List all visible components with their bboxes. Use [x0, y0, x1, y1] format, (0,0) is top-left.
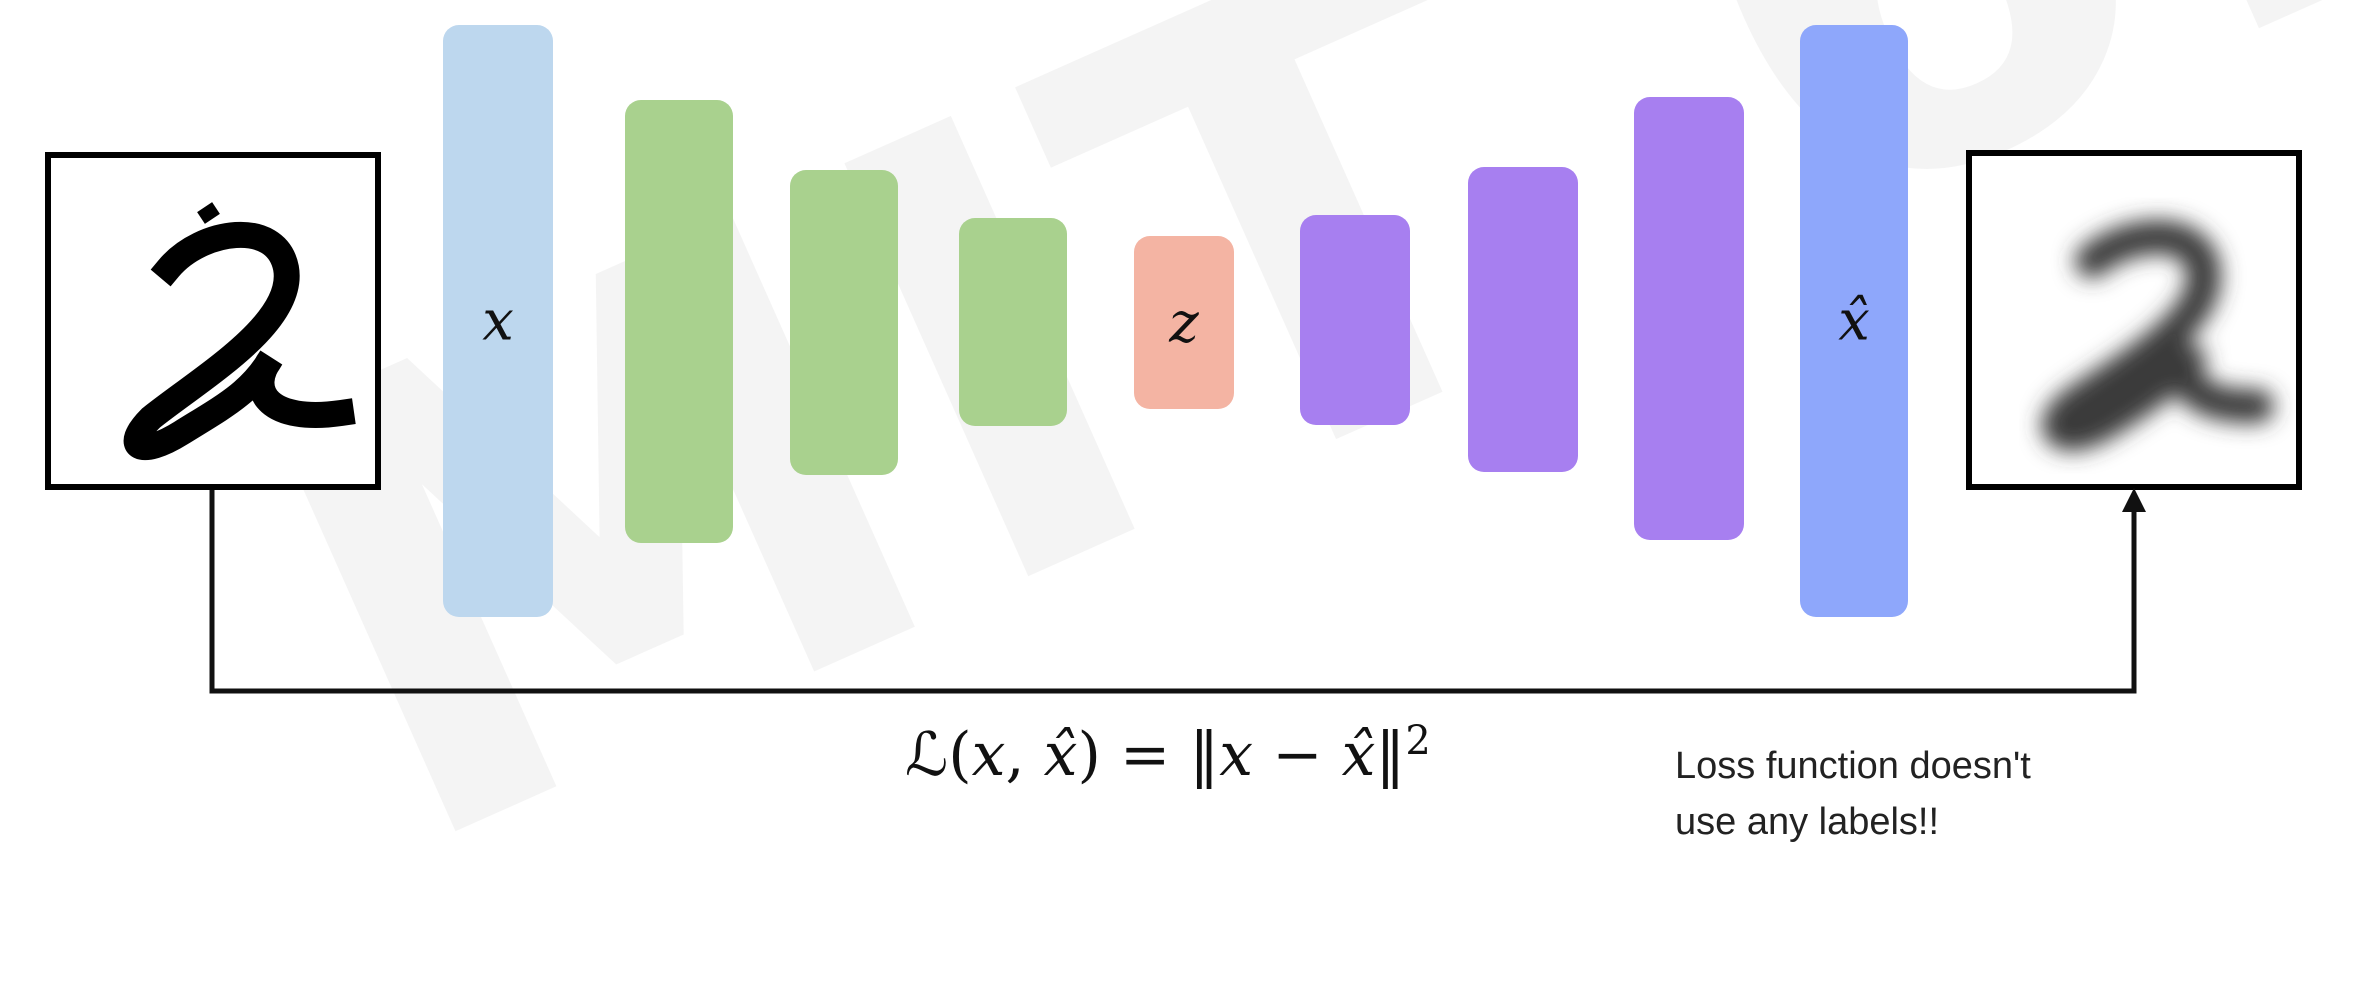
- input-layer: x: [443, 25, 553, 617]
- decoder-layer-3: [1634, 97, 1744, 540]
- decoder-layer-1: [1300, 215, 1410, 425]
- encoder-layer-1: [625, 100, 733, 543]
- formula-xhat2: x̂: [1341, 720, 1376, 790]
- digit-two-sharp: [123, 202, 356, 461]
- input-layer-label: x: [482, 288, 514, 354]
- output-layer-label: x̂: [1838, 288, 1870, 354]
- formula-comma: ,: [1005, 720, 1044, 790]
- output-layer: x̂: [1800, 25, 1908, 617]
- formula-lhs: ℒ(: [905, 720, 972, 790]
- reconstructed-digit-image: [1966, 150, 2302, 490]
- decoder-layer-2: [1468, 167, 1578, 472]
- formula-norm-close: ‖: [1375, 720, 1406, 790]
- loss-formula: ℒ(x, x̂) = ‖x − x̂‖2: [905, 718, 1431, 790]
- formula-exponent: 2: [1405, 718, 1431, 764]
- loss-note: Loss function doesn't use any labels!!: [1675, 738, 2031, 850]
- formula-xhat1: x̂: [1043, 720, 1078, 790]
- latent-layer: z: [1134, 236, 1234, 409]
- note-line-1: Loss function doesn't: [1675, 745, 2031, 787]
- formula-eq: ) = ‖: [1077, 720, 1220, 790]
- loss-connector-arrow: [209, 488, 2146, 694]
- note-line-2: use any labels!!: [1675, 801, 1940, 843]
- digit-two-blurry: [2041, 220, 2274, 451]
- latent-layer-label: z: [1169, 290, 1199, 355]
- encoder-layer-3: [959, 218, 1067, 426]
- encoder-layer-2: [790, 170, 898, 475]
- formula-x1: x: [971, 720, 1006, 790]
- formula-x2: x: [1219, 720, 1254, 790]
- formula-minus: −: [1253, 720, 1342, 790]
- input-digit-image: [45, 152, 381, 490]
